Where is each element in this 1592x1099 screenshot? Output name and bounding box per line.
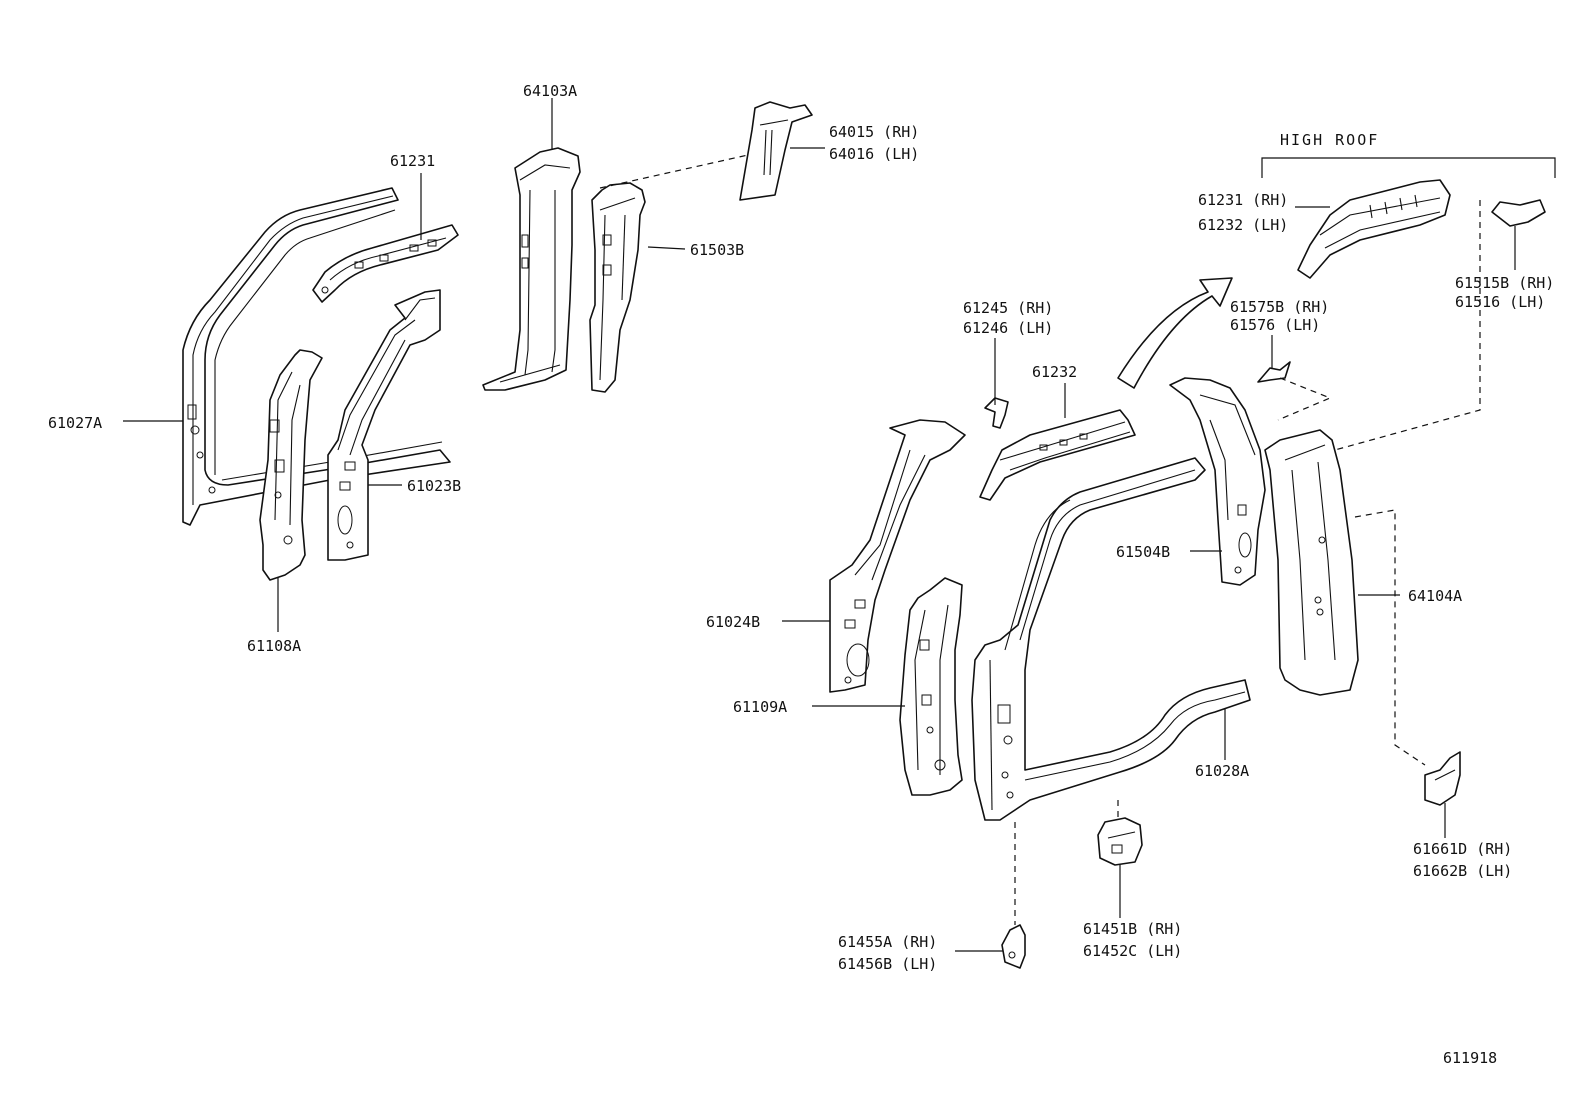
part-61575B: [1257, 361, 1291, 383]
part-64104A: [1264, 429, 1359, 696]
part-labels: 61027A 61231 64103A 64015 (RH) 64016 (LH…: [48, 82, 1554, 1067]
part-61503B: [589, 182, 646, 393]
part-61661D: [1424, 751, 1461, 806]
label-61452C: 61452C (LH): [1083, 942, 1182, 960]
part-61108A: [259, 349, 323, 581]
part-61232: [979, 409, 1136, 501]
label-61232: 61232: [1032, 363, 1077, 381]
label-61246: 61246 (LH): [963, 319, 1053, 337]
part-61504B: [1169, 377, 1266, 586]
part-61109A: [899, 577, 963, 796]
label-61451B: 61451B (RH): [1083, 920, 1182, 938]
label-64103A: 64103A: [523, 82, 577, 100]
label-61024B: 61024B: [706, 613, 760, 631]
label-61245: 61245 (RH): [963, 299, 1053, 317]
part-61231-high-roof: [1297, 179, 1451, 279]
part-64015: [739, 101, 813, 201]
label-64016: 64016 (LH): [829, 145, 919, 163]
part-61028A: [971, 457, 1251, 821]
part-61024B: [829, 419, 966, 693]
part-64103A: [482, 147, 581, 391]
part-61245: [984, 397, 1009, 429]
label-high-roof: HIGH ROOF: [1280, 131, 1379, 149]
dashed-lines: [599, 154, 1481, 925]
label-61455A: 61455A (RH): [838, 933, 937, 951]
label-61108A: 61108A: [247, 637, 301, 655]
label-61232-lh: 61232 (LH): [1198, 216, 1288, 234]
label-61231-rh: 61231 (RH): [1198, 191, 1288, 209]
label-61023B: 61023B: [407, 477, 461, 495]
label-61109A: 61109A: [733, 698, 787, 716]
high-roof-bracket: [1261, 157, 1556, 178]
part-61027A: [182, 187, 451, 526]
label-61661D: 61661D (RH): [1413, 840, 1512, 858]
label-61231: 61231: [390, 152, 435, 170]
label-61028A: 61028A: [1195, 762, 1249, 780]
label-61662B: 61662B (LH): [1413, 862, 1512, 880]
part-61023B: [327, 289, 441, 561]
label-61027A: 61027A: [48, 414, 102, 432]
label-61576: 61576 (LH): [1230, 316, 1320, 334]
label-61575B: 61575B (RH): [1230, 298, 1329, 316]
part-61231: [312, 224, 459, 303]
assembly-arrow: [1117, 277, 1233, 389]
part-61515B: [1491, 199, 1546, 227]
label-64015: 64015 (RH): [829, 123, 919, 141]
label-61504B: 61504B: [1116, 543, 1170, 561]
label-61456B: 61456B (LH): [838, 955, 937, 973]
figure-number: 611918: [1443, 1049, 1497, 1067]
leader-lines: [123, 98, 1516, 952]
part-61455A: [1001, 924, 1026, 969]
label-61516: 61516 (LH): [1455, 293, 1545, 311]
label-64104A: 64104A: [1408, 587, 1462, 605]
part-61451B: [1097, 817, 1143, 866]
label-61503B: 61503B: [690, 241, 744, 259]
label-61515B: 61515B (RH): [1455, 274, 1554, 292]
